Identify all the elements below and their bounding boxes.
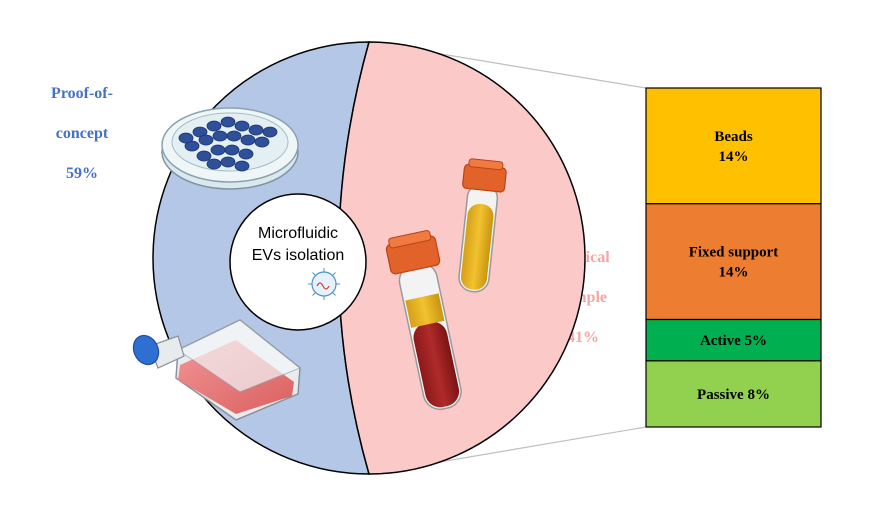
vesicle-icon	[308, 268, 340, 300]
bar-segment-label: Beads	[714, 129, 753, 145]
slice-label-value: 41%	[567, 329, 599, 346]
plasma-tube-illustration	[458, 158, 507, 293]
slice-label-line: concept	[55, 125, 109, 142]
bar-segment-active	[645, 318, 822, 362]
bar-segment-label: Passive 8%	[697, 387, 770, 403]
blood-tube-illustration	[385, 230, 462, 410]
slice-label-value: 59%	[66, 165, 98, 182]
slice-label-proof-of-concept: Proof-of- concept 59%	[34, 64, 130, 204]
bar-segment-label: Active 5%	[700, 333, 767, 349]
center-circle	[229, 193, 367, 331]
center-label-line-1: Microfluidic	[258, 225, 338, 242]
bar-segment-beads	[645, 87, 822, 205]
culture-flask-illustration	[132, 319, 301, 421]
center-label-line-2: EVs isolation	[252, 247, 345, 264]
petri-dish-illustration	[161, 107, 299, 190]
bar-segment-passive	[645, 360, 822, 428]
bar-segment-label: 14%	[719, 265, 749, 281]
bar-segment-fixed-support	[645, 203, 822, 321]
bar-segment-label: Fixed support	[689, 245, 779, 261]
breakdown-stacked-bar: Beads 14% Fixed support 14% Active 5% Passive…	[645, 87, 822, 428]
slice-label-line: Proof-of-	[51, 85, 113, 102]
bar-segment-label: 14%	[719, 149, 749, 165]
